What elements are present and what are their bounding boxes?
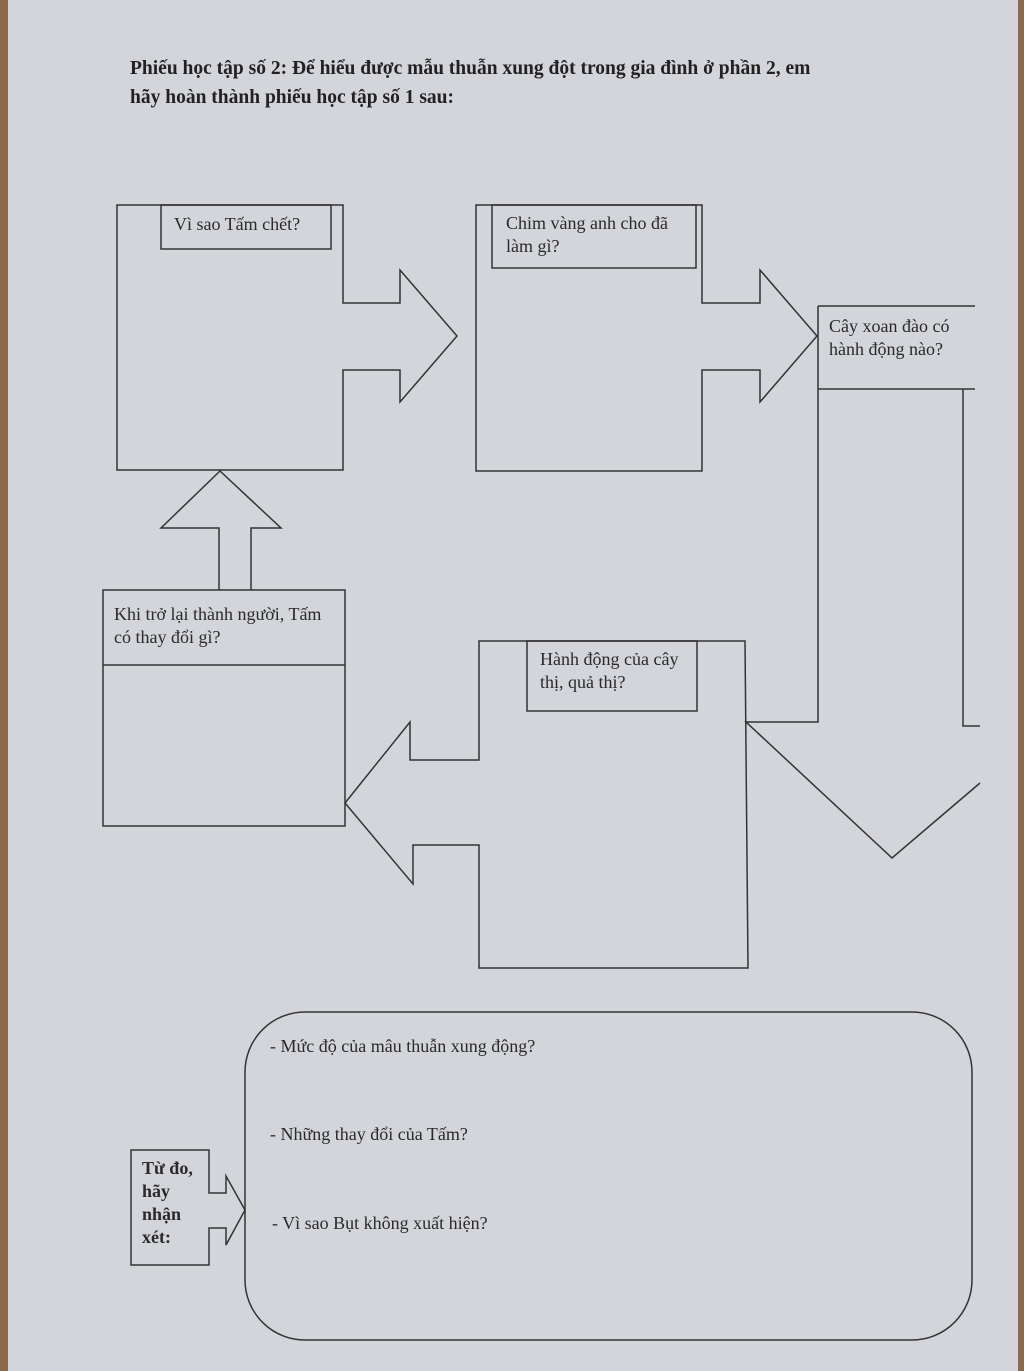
box5-label: Khi trở lại thành người, Tấm có thay đổi… <box>114 604 322 647</box>
box-5 <box>102 589 346 827</box>
question-3: - Vì sao Bụt không xuất hiện? <box>272 1213 488 1233</box>
box3-label: Cây xoan đào có hành động nào? <box>829 316 950 359</box>
label-box-2 <box>491 204 697 269</box>
arrow-box-1 <box>116 204 458 471</box>
label-box-1 <box>160 204 332 250</box>
question-2: - Những thay đổi của Tấm? <box>270 1124 468 1144</box>
label-box-4 <box>526 640 698 712</box>
conclusion-arrow-box <box>130 1149 246 1266</box>
worksheet-paper <box>8 0 1018 1371</box>
question-1: - Mức độ của mâu thuẫn xung động? <box>270 1036 536 1056</box>
conclusion-label: Từ đo, hãy nhận xét: <box>142 1158 193 1247</box>
heading-line-1: Phiếu học tập số 2: Để hiểu được mẫu thu… <box>130 58 811 79</box>
box2-label: Chim vàng anh cho đã làm gì? <box>506 213 668 256</box>
heading-line-2: hãy hoàn thành phiếu học tập số 1 sau: <box>130 87 455 108</box>
arrow-box-4 <box>344 640 749 969</box>
up-arrow <box>159 469 283 590</box>
conclusion-box <box>244 1011 973 1341</box>
box4-label: Hành động của cây thị, quả thị? <box>540 649 679 692</box>
box1-label: Vì sao Tấm chết? <box>174 214 301 234</box>
arrow-box-2 <box>475 204 818 472</box>
page-heading: Phiếu học tập số 2: Để hiểu được mẫu thu… <box>130 54 960 112</box>
down-arrow-box-3 <box>744 305 981 860</box>
